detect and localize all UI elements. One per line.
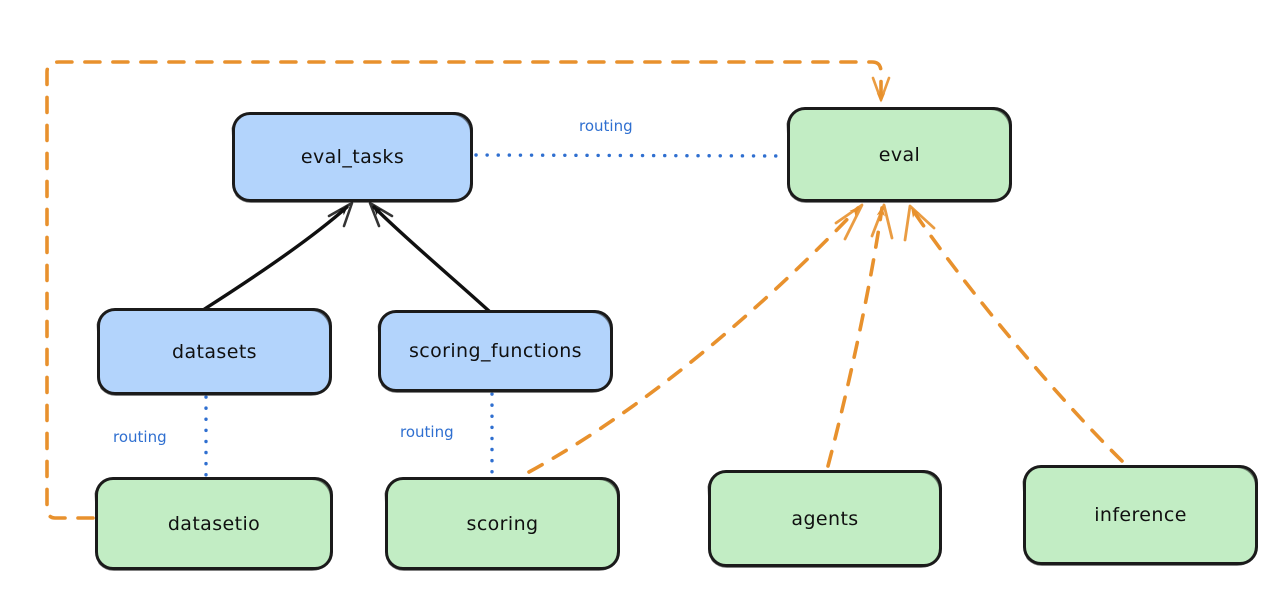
- edge-agents-to-eval: [826, 203, 894, 468]
- node-label-inference: inference: [1094, 504, 1187, 526]
- node-label-scoring: scoring: [466, 512, 539, 535]
- edge-label-routing-datasets-datasetio: routing: [113, 428, 167, 446]
- node-label-datasets: datasets: [172, 340, 257, 363]
- edge-label-routing-scoring_functions-scoring: routing: [400, 423, 454, 441]
- node-inference[interactable]: inference: [1023, 465, 1258, 565]
- edge-label-routing-eval_tasks-eval: routing: [579, 117, 633, 135]
- node-scoring_functions[interactable]: scoring_functions: [378, 310, 613, 392]
- edge-datasetio-to-eval: [45, 60, 891, 520]
- node-label-eval_tasks: eval_tasks: [300, 146, 405, 168]
- node-eval[interactable]: eval: [787, 107, 1012, 202]
- node-scoring[interactable]: scoring: [385, 477, 620, 570]
- node-label-scoring_functions: scoring_functions: [409, 340, 582, 362]
- node-label-datasetio: datasetio: [167, 512, 261, 535]
- edge-scoring-to-eval: [527, 203, 864, 474]
- node-label-eval: eval: [878, 143, 921, 166]
- node-eval_tasks[interactable]: eval_tasks: [232, 112, 473, 202]
- node-datasets[interactable]: datasets: [97, 308, 332, 395]
- node-agents[interactable]: agents: [708, 470, 942, 567]
- edge-inference-to-eval: [903, 204, 1124, 463]
- node-label-agents: agents: [791, 507, 859, 530]
- node-datasetio[interactable]: datasetio: [95, 477, 333, 570]
- edge-scoring_functions-to-eval_tasks: [368, 201, 491, 313]
- edge-datasets-to-eval_tasks: [201, 201, 354, 312]
- edge-eval_tasks-to-eval: [474, 153, 787, 158]
